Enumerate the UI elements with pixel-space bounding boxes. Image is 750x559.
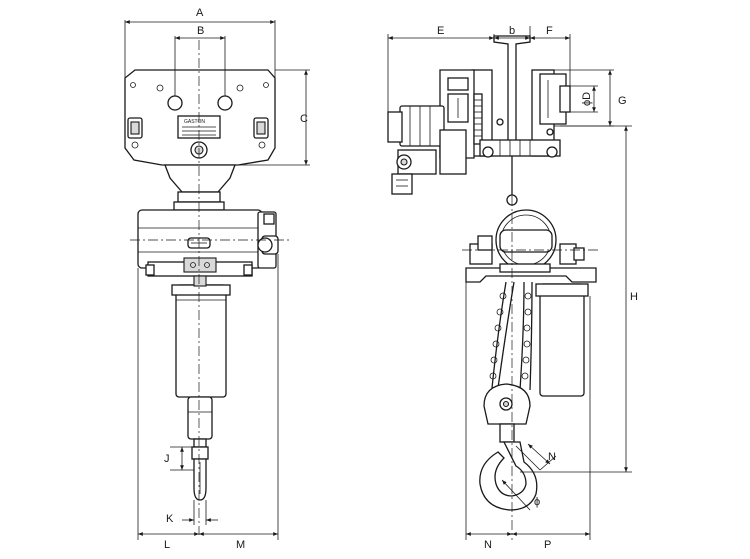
hook-side <box>479 441 538 511</box>
dim-label-N-bottom: N <box>484 539 492 551</box>
beam-section <box>493 35 531 153</box>
dim-label-C: C <box>300 113 308 125</box>
dim-label-B: B <box>197 25 204 37</box>
dim-label-F: F <box>546 25 553 37</box>
dim-label-J: J <box>164 453 170 465</box>
trolley-wheel-hole-left <box>167 95 183 111</box>
chain-container <box>175 284 227 398</box>
dim-label-K: K <box>166 513 174 525</box>
side-view: E b F ϕD G H N ϕ N P <box>387 25 638 551</box>
nameplate-brand: GASTON <box>184 119 205 125</box>
dim-label-G: G <box>618 95 627 107</box>
chain-bag <box>539 283 585 397</box>
dim-label-A: A <box>196 7 204 19</box>
dim-label-L: L <box>164 539 170 551</box>
suspension-yoke <box>164 164 236 193</box>
trolley-wheel-hole-right <box>217 95 233 111</box>
front-view: GASTON <box>124 7 310 551</box>
dim-label-N-top: N <box>548 451 556 463</box>
dim-label-b: b <box>509 25 515 37</box>
trolley-motor <box>399 105 445 147</box>
dim-label-phiD: ϕD <box>581 92 593 106</box>
dim-label-H: H <box>630 291 638 303</box>
dim-label-M: M <box>236 539 245 551</box>
dim-label-phi: ϕ <box>534 496 540 508</box>
dim-label-P: P <box>544 539 551 551</box>
dim-label-E: E <box>437 25 444 37</box>
hoist-lower-bracket <box>465 267 597 283</box>
hook-block <box>187 396 213 440</box>
load-chain <box>489 281 533 391</box>
